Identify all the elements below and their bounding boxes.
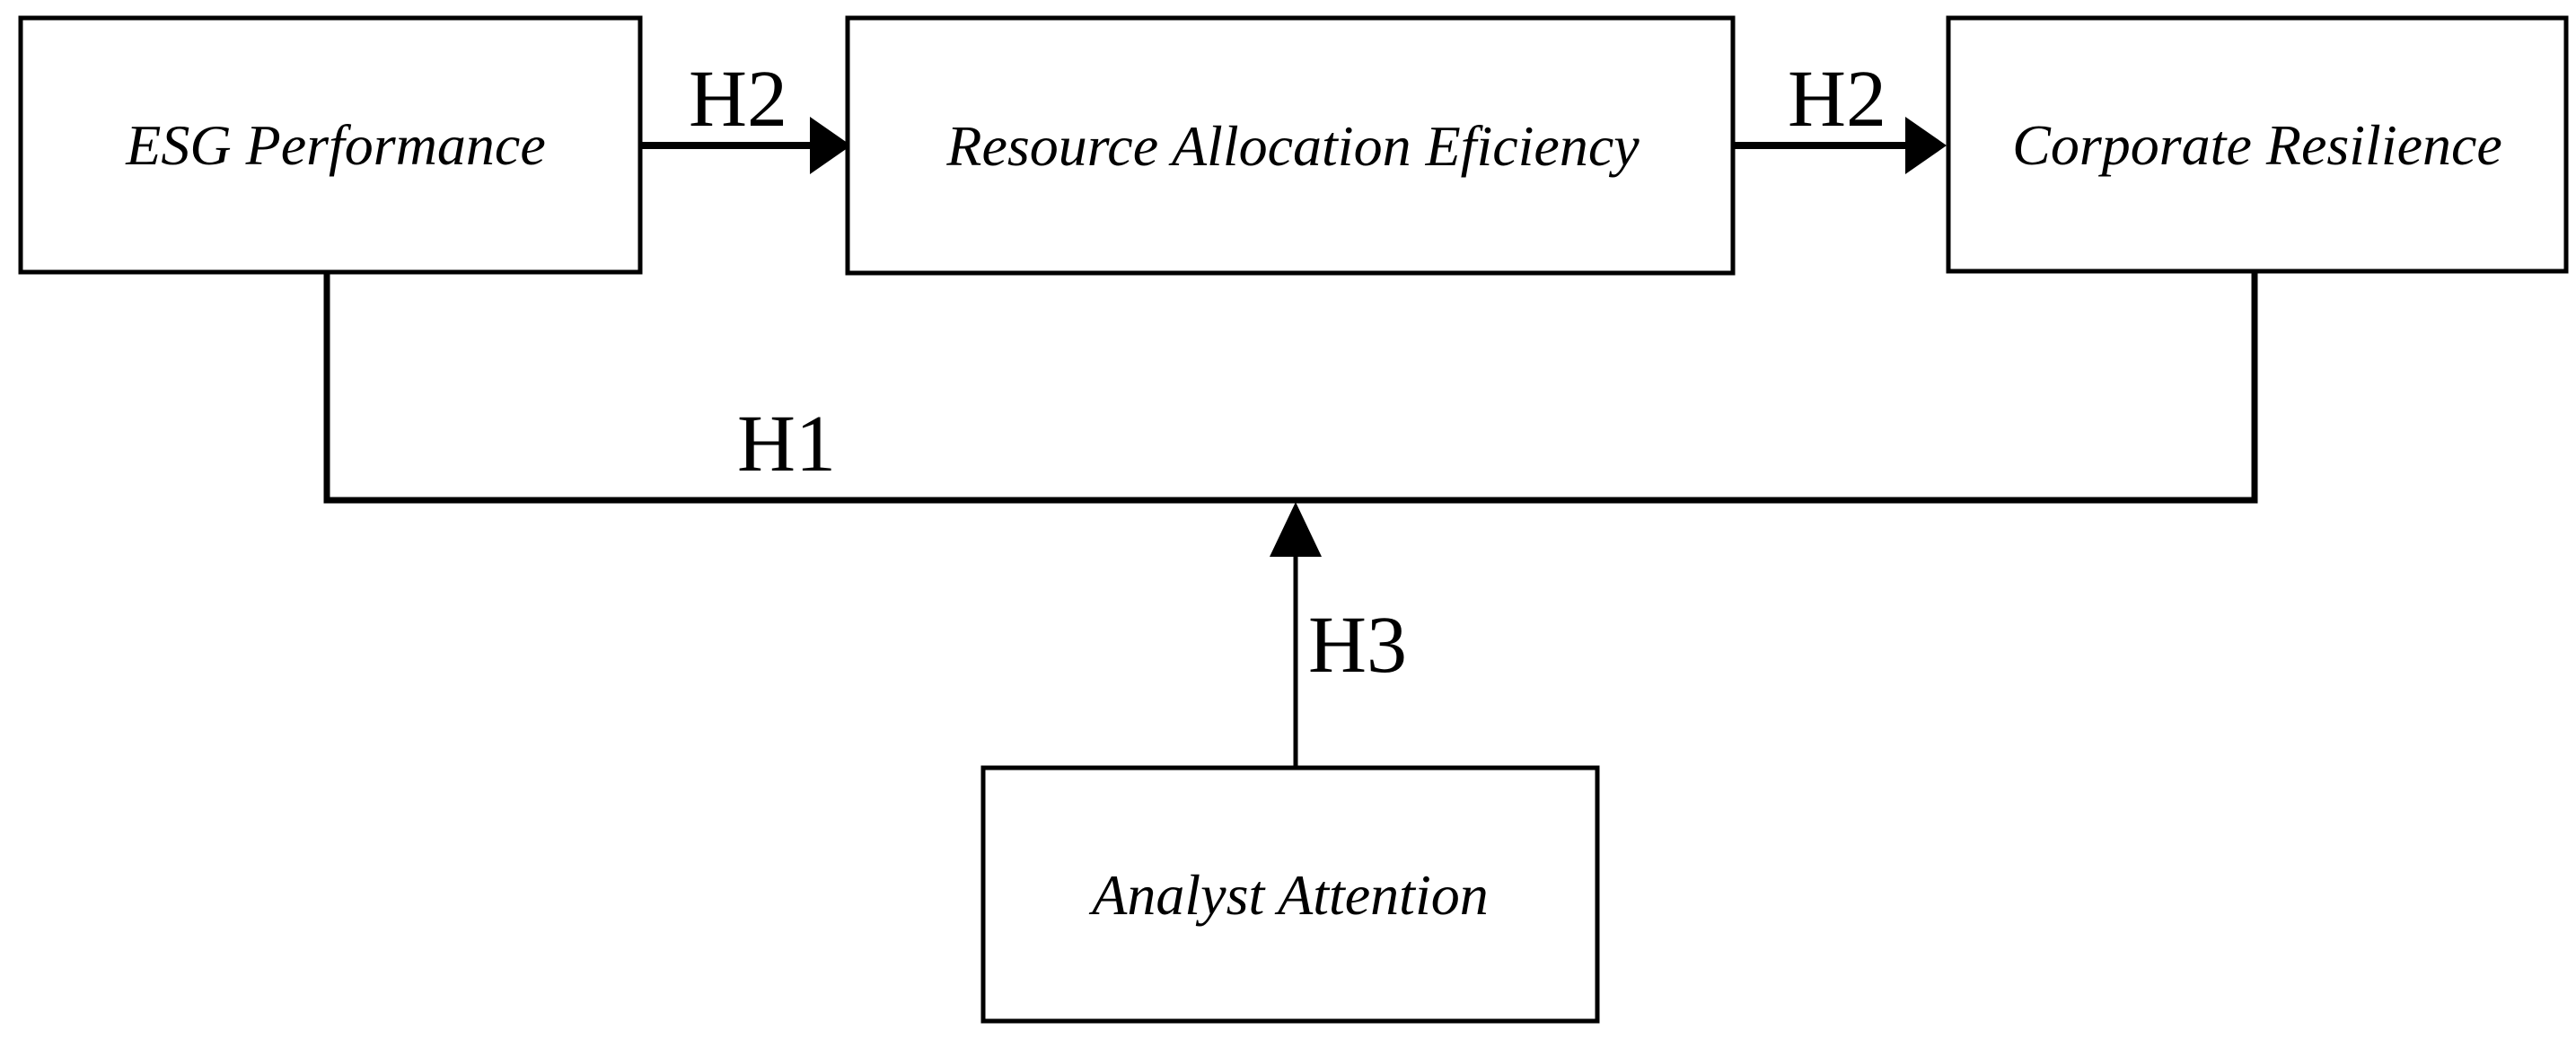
edge-h2-rae-to-corporate-resilience: H2 [1733,55,1947,174]
edge-h2-esg-to-rae: H2 [640,55,851,174]
esg-performance-box [18,15,643,275]
corporate-resilience-box [1946,15,2569,274]
edge-h1-esg-to-corporate-resilience: H1 [323,272,2258,504]
h1-elbow-line [323,272,2258,504]
node-esg-performance: ESG Performance [18,15,643,275]
h2b-label: H2 [1788,55,1886,144]
h2a-arrowhead-right-icon [810,117,851,174]
resource-allocation-eficiency-box [845,15,1736,276]
h1-label: H1 [737,400,836,489]
h2b-arrowhead-right-icon [1905,117,1947,174]
h3-label: H3 [1308,601,1407,690]
node-resource-allocation-eficiency: Resource Allocation Eficiency [845,15,1736,276]
resource-allocation-eficiency-label: Resource Allocation Eficiency [945,114,1640,178]
esg-performance-label: ESG Performance [125,113,545,177]
corporate-resilience-label: Corporate Resilience [2012,113,2502,177]
h3-arrowhead-up-icon [1270,502,1322,557]
node-corporate-resilience: Corporate Resilience [1946,15,2569,274]
h2a-label: H2 [689,55,787,144]
analyst-attention-box [980,765,1600,1024]
edge-h3-analyst-attention-to-h1: H3 [1270,502,1407,768]
node-analyst-attention: Analyst Attention [980,765,1600,1024]
analyst-attention-label: Analyst Attention [1088,863,1488,927]
